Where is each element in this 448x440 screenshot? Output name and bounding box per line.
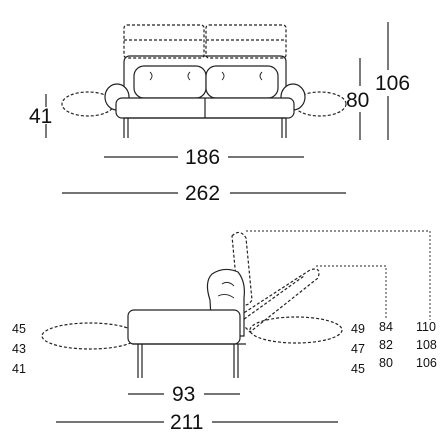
armrest-height-2: 47 bbox=[351, 342, 365, 356]
backrest-top-height-2: 108 bbox=[416, 338, 437, 352]
backrest-height-label: 80 bbox=[346, 89, 369, 112]
extended-backrest-outline bbox=[123, 24, 287, 59]
extended-width-label: 262 bbox=[185, 182, 220, 205]
side-seat-cushion bbox=[127, 309, 241, 345]
total-depth-label: 211 bbox=[170, 411, 203, 434]
left-height-2: 43 bbox=[12, 342, 26, 356]
left-height-1: 45 bbox=[12, 322, 26, 336]
front-dimension-lines bbox=[45, 22, 389, 194]
left-height-3: 41 bbox=[12, 362, 26, 376]
backrest-mid-height-1: 84 bbox=[379, 320, 393, 334]
armrest-height-1: 49 bbox=[351, 322, 365, 336]
backrest-top-height-3: 106 bbox=[416, 356, 437, 370]
backrest-mid-height-3: 80 bbox=[379, 356, 393, 370]
sofa-body bbox=[123, 55, 287, 90]
backrest-top-height-1: 110 bbox=[416, 320, 436, 334]
backrest-mid-height-stack: 84 82 80 bbox=[379, 320, 393, 370]
backrest-top-height-stack: 110 108 106 bbox=[416, 320, 437, 370]
seat-height-label: 41 bbox=[29, 105, 52, 128]
extended-backrest-height-label: 106 bbox=[375, 72, 410, 95]
armrest-height-stack: 49 47 45 bbox=[351, 322, 365, 376]
back-cushion-left bbox=[133, 65, 207, 99]
side-dimension-lines bbox=[56, 393, 338, 423]
seat-depth-label: 93 bbox=[172, 383, 195, 406]
left-height-stack: 45 43 41 bbox=[12, 322, 26, 376]
front-view bbox=[61, 24, 347, 138]
armrest-height-3: 45 bbox=[351, 362, 365, 376]
back-cushion-right bbox=[205, 65, 279, 99]
sofa-width-label: 186 bbox=[185, 146, 220, 169]
backrest-mid-height-2: 82 bbox=[379, 338, 393, 352]
side-view bbox=[41, 230, 431, 378]
